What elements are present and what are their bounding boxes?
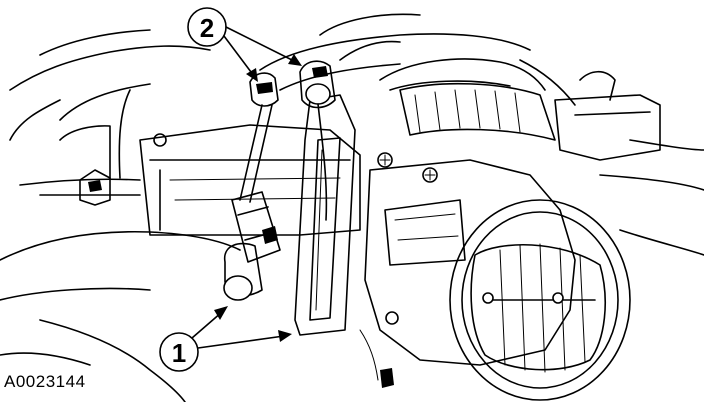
callout-1-leader-left [191,311,223,339]
callout-1-leader-right [197,335,285,349]
wire-harness-connector [223,191,281,301]
callout-2-label: 2 [200,13,214,43]
throttle-body [359,159,631,401]
callout-1-circle [159,332,199,372]
callout-2-leader-right [225,26,297,63]
connector-left [239,72,279,203]
sensor-bracket [294,94,356,336]
figure-id: A0023144 [4,372,86,391]
callout-1-label: 1 [172,338,186,368]
callout-2-leader-left [223,35,255,77]
callout-2: 2 [187,7,302,82]
callout-1: 1 [159,306,292,372]
connector-right [299,60,336,221]
